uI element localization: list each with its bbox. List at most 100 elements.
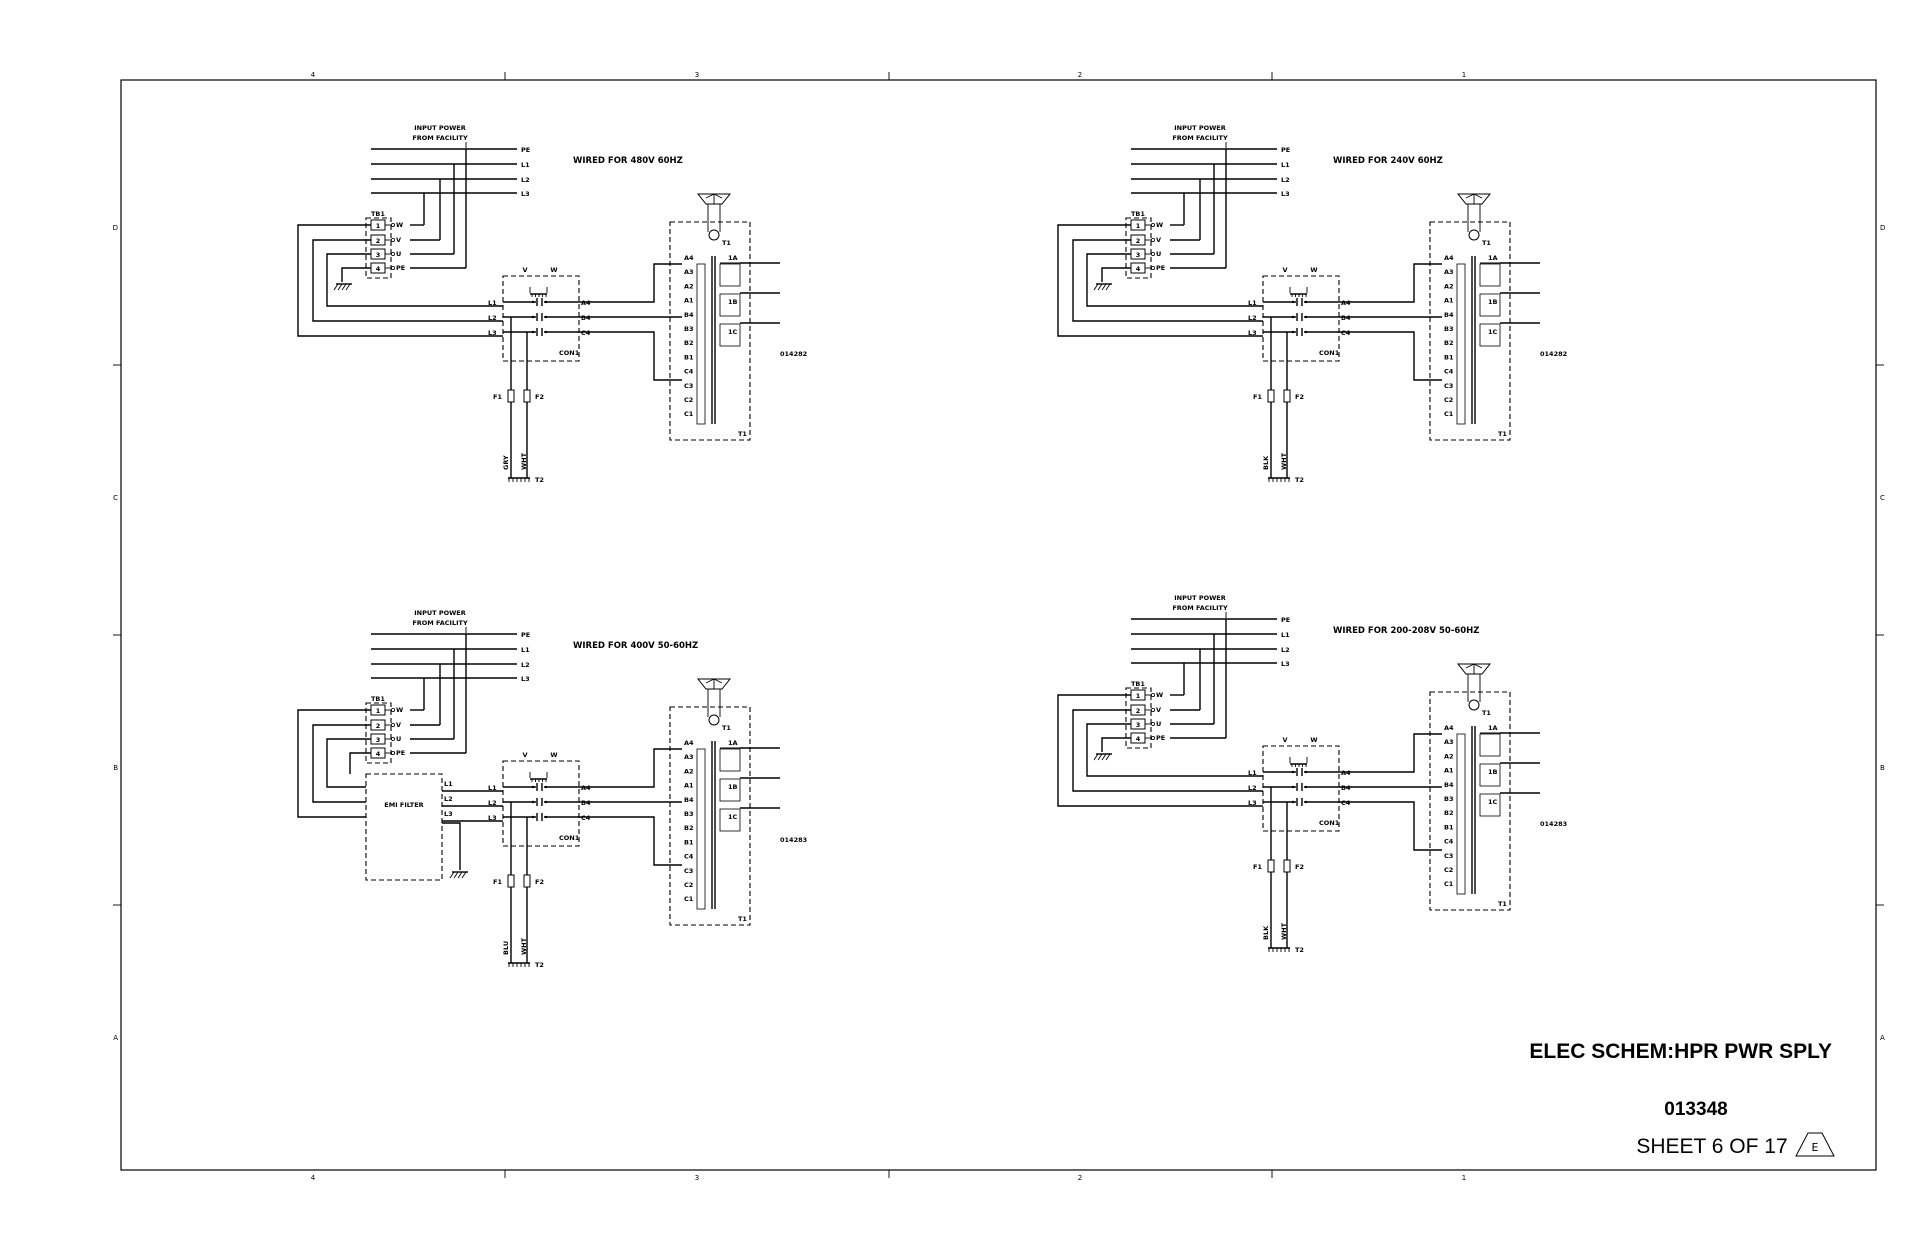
con1-input-label: L3 [1248,329,1257,337]
coil-icon [529,287,548,297]
tap-label: A3 [1444,738,1454,746]
wire [1339,801,1442,851]
wire [442,822,461,870]
wire [326,738,371,788]
contact-icon [1263,298,1339,306]
tb1-terminal-number: 4 [1136,735,1141,743]
secondary-label: 1A [1488,254,1498,262]
tap-label: A4 [684,254,694,262]
secondary-winding [719,293,741,317]
tb1-term-label: U [1156,250,1161,258]
fuse-label: F2 [1295,863,1304,871]
terminal-dot [1150,735,1155,740]
tb1-terminal-number: 3 [376,251,381,259]
emi-output-label: L2 [444,795,453,803]
primary-winding [696,263,706,425]
secondary-label: 1A [728,739,738,747]
wired-for-label: WIRED FOR 480V 60HZ [573,156,683,166]
facility-line-label: L2 [521,176,530,184]
facility-line-label: L2 [1281,646,1290,654]
terminal-dot [1150,721,1155,726]
tb1-term-label: W [1156,221,1163,229]
thermal-switch-icon [1456,193,1492,241]
con1-output-label: C4 [1341,329,1351,337]
con1-top-label: W [550,266,557,274]
t1-label: T1 [722,239,731,247]
coil-icon [529,772,548,782]
tap-label: C2 [684,396,693,404]
wire [326,253,503,307]
wire [1339,331,1442,381]
tb1-term-label: PE [396,264,405,272]
con1-input-label: L2 [1248,784,1257,792]
ground-hatch [337,283,343,291]
facility-line-label: L3 [521,675,530,683]
zone-col-label: 2 [1078,71,1082,79]
zone-row-label: A [1880,1034,1885,1042]
wire-color-label: WHT [1280,922,1288,940]
input-power-title: INPUT POWER [1174,124,1226,132]
t1-outline [669,221,751,441]
tap-label: A3 [684,753,694,761]
tb1-label: TB1 [371,695,385,703]
terminal-dot [390,750,395,755]
facility-line-label: PE [1281,146,1290,154]
con1-output-label: B4 [581,314,591,322]
wire [579,816,682,866]
sub-drawing-number: 014282 [780,350,807,358]
wire [349,752,371,774]
t1-outline [669,706,751,926]
emi-filter-label: EMI FILTER [384,801,423,809]
t2-terminal-icon [508,962,530,967]
con1-label: CON1 [559,834,580,842]
wired-for-label: WIRED FOR 200-208V 50-60HZ [1333,626,1479,636]
tb1-terminal-number: 1 [1136,692,1141,700]
facility-line-label: L3 [521,190,530,198]
t2-terminal-icon [1268,477,1290,482]
tb1-terminal-number: 1 [376,707,381,715]
fuse-icon [1283,389,1291,403]
con1-input-label: L2 [488,314,497,322]
con1-top-label: W [1310,736,1317,744]
ground-hatch [1093,753,1099,761]
terminal-dot [1150,251,1155,256]
wire [1072,239,1263,322]
facility-line-label: L2 [521,661,530,669]
facility-line-label: L3 [1281,190,1290,198]
ground-hatch [1105,753,1111,761]
thermal-switch-icon [696,678,732,726]
tb1-terminal-number: 1 [1136,222,1141,230]
sub-drawing-number: 014283 [780,836,807,844]
zone-col-label: 2 [1078,1174,1082,1182]
con1-input-label: L2 [1248,314,1257,322]
wire [1057,694,1263,807]
t1-outline-label: T1 [1498,430,1507,438]
facility-line-label: PE [521,146,530,154]
terminal-dot [1150,265,1155,270]
zone-row-label: C [1880,494,1885,502]
con1-input-label: L1 [1248,769,1257,777]
t2-label: T2 [1295,476,1304,484]
t2-terminal-icon [1268,947,1290,952]
sub-drawing-number: 014282 [1540,350,1567,358]
secondary-winding [719,748,741,772]
wire [312,724,371,803]
ground-hatch [1105,283,1111,291]
tap-label: B2 [1444,339,1453,347]
t1-label: T1 [1482,239,1491,247]
tap-label: B1 [1444,823,1454,831]
tap-label: C1 [1444,880,1454,888]
fuse-label: F2 [535,878,544,886]
drawing-title: ELEC SCHEM:HPR PWR SPLY [1529,1040,1832,1063]
con1-label: CON1 [1319,349,1340,357]
input-power-title: FROM FACILITY [1172,134,1228,142]
wire-color-label: WHT [520,452,528,470]
input-power-title: INPUT POWER [1174,594,1226,602]
secondary-winding [1479,323,1501,347]
fuse-label: F1 [1253,393,1262,401]
tap-label: B4 [684,796,694,804]
terminal-dot [390,251,395,256]
wire [579,263,682,303]
